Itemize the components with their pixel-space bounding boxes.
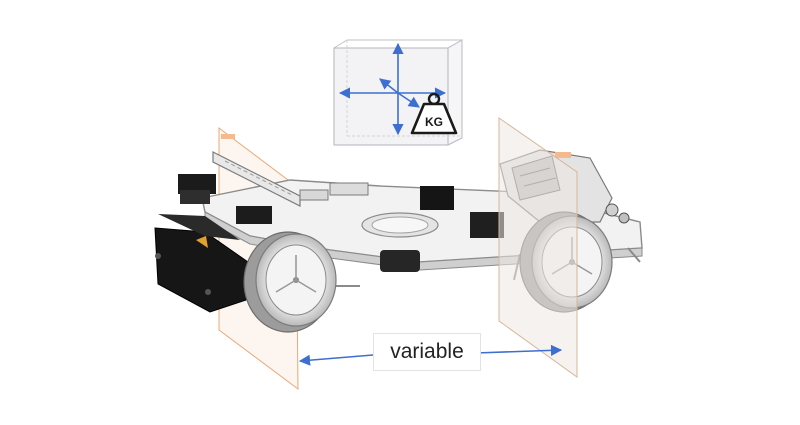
payload-axis-arrows: [338, 42, 447, 136]
width-dimension-arrow: [298, 344, 563, 366]
weight-kg-icon: KG: [410, 92, 458, 135]
variable-width-text: variable: [390, 340, 464, 363]
variable-width-label: variable: [373, 333, 481, 371]
weight-icon-text: KG: [425, 115, 443, 129]
right-width-plane: [498, 117, 578, 378]
left-wheel: [243, 231, 337, 333]
